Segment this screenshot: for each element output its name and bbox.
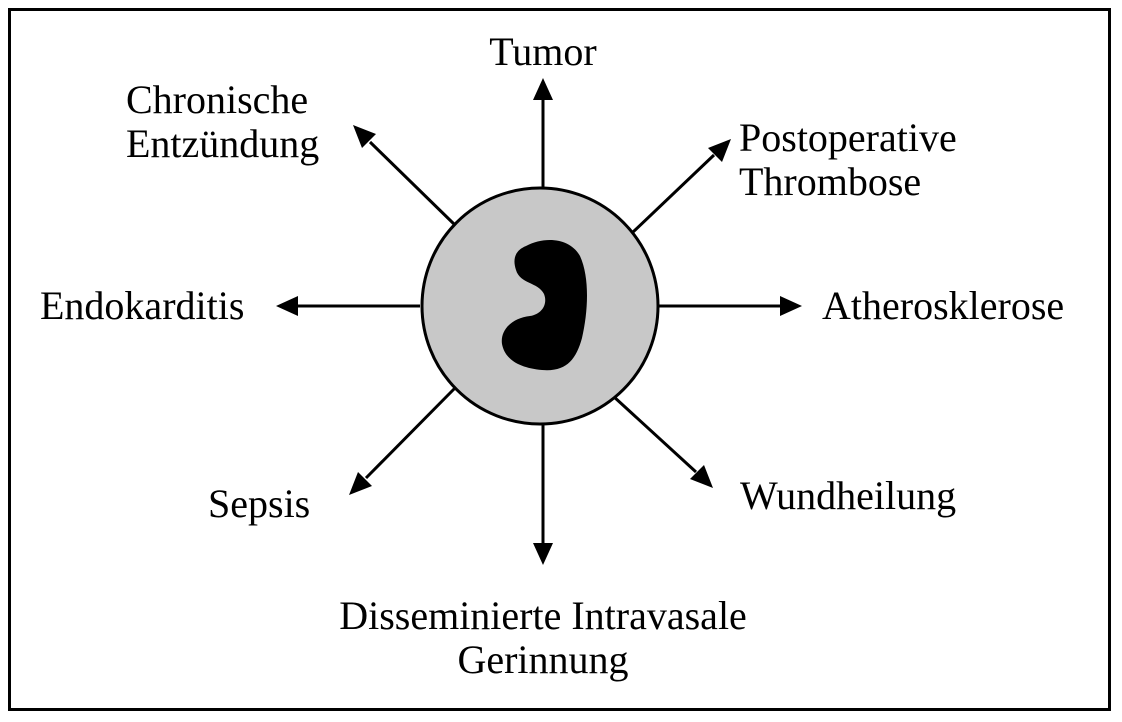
label-atherosclerosis: Atherosklerose	[822, 284, 1064, 328]
label-dic-line2: Gerinnung	[293, 638, 793, 682]
arrowhead-down	[533, 543, 553, 565]
label-postoperative-thrombosis: Postoperative Thrombose	[739, 116, 957, 204]
label-tumor-text: Tumor	[443, 30, 643, 74]
arrowhead-right	[780, 296, 802, 316]
label-postop-line2: Thrombose	[739, 160, 957, 204]
arrow-up-left	[370, 142, 455, 225]
label-chronic-line1: Chronische	[126, 78, 319, 122]
label-tumor: Tumor	[443, 30, 643, 74]
label-wound-healing: Wundheilung	[740, 474, 956, 518]
arrow-up-right	[632, 155, 714, 233]
arrowhead-left	[276, 296, 298, 316]
cell-circle	[422, 188, 658, 424]
label-sepsis: Sepsis	[208, 482, 310, 526]
label-wound-text: Wundheilung	[740, 474, 956, 518]
arrow-down-right	[613, 396, 696, 472]
arrowhead-up	[533, 78, 553, 100]
label-atherosclerosis-text: Atherosklerose	[822, 284, 1064, 328]
label-endocarditis: Endokarditis	[40, 284, 244, 328]
label-sepsis-text: Sepsis	[208, 482, 310, 526]
label-dic-line1: Disseminierte Intravasale	[293, 594, 793, 638]
label-endocarditis-text: Endokarditis	[40, 284, 244, 328]
label-dic: Disseminierte Intravasale Gerinnung	[293, 594, 793, 682]
label-chronic-inflammation: Chronische Entzündung	[126, 78, 319, 166]
label-chronic-line2: Entzündung	[126, 122, 319, 166]
label-postop-line1: Postoperative	[739, 116, 957, 160]
arrow-down-left	[366, 388, 455, 478]
